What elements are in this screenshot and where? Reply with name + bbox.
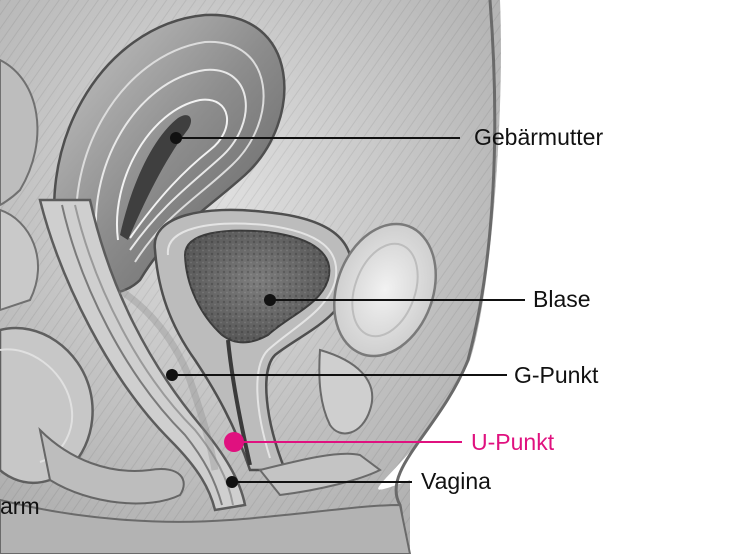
urethra — [226, 339, 252, 466]
labia-region — [258, 452, 382, 497]
marker-dot-u-spot — [224, 432, 244, 452]
marker-dot-vagina — [226, 476, 238, 488]
label-u-spot: U-Punkt — [471, 429, 555, 455]
bladder-texture — [185, 230, 330, 343]
label-vagina: Vagina — [421, 468, 491, 494]
uterus — [53, 13, 286, 295]
pubic-bone — [333, 222, 437, 358]
label-bladder: Blase — [533, 286, 591, 312]
marker-dot-g-spot — [166, 369, 178, 381]
marker-dot-uterus — [170, 132, 182, 144]
clitoris-region — [318, 348, 374, 435]
label-rectum-partial: arm — [0, 493, 40, 519]
marker-dot-bladder — [264, 294, 276, 306]
pelvic-floor-fibers — [118, 287, 219, 471]
label-uterus: Gebärmutter — [474, 124, 604, 150]
perineum-contour — [0, 498, 412, 554]
intestine-loop-mid — [0, 208, 39, 312]
label-g-spot: G-Punkt — [514, 362, 599, 388]
vaginal-canal — [38, 198, 247, 512]
leader-lines — [172, 137, 525, 483]
intestine-loop-top — [0, 58, 39, 207]
rectum — [0, 326, 185, 505]
